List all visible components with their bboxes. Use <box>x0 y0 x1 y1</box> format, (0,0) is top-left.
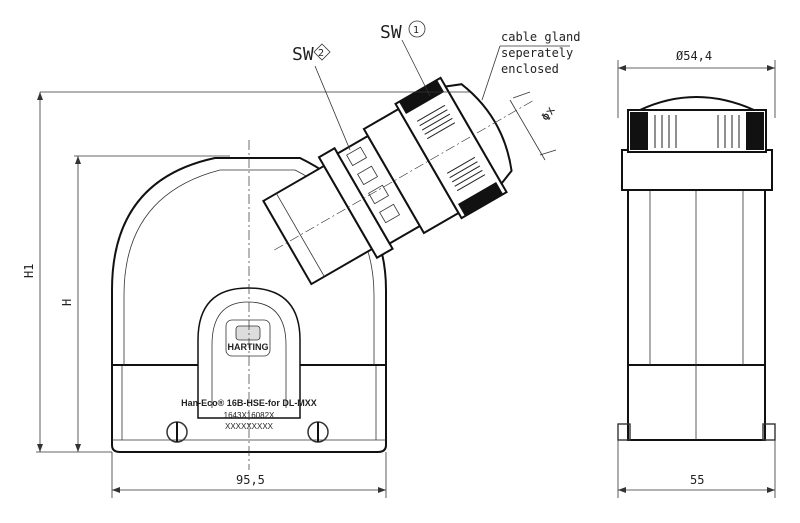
sw1-number: 1 <box>413 25 419 36</box>
dimensions <box>36 39 776 498</box>
brand-logo: HARTING <box>228 342 269 352</box>
width-front-label: 95,5 <box>236 473 265 487</box>
phi-x-label: Φx <box>538 104 557 124</box>
side-gland-ring <box>621 149 773 191</box>
sw1-badge <box>408 20 426 38</box>
screw-hole-left <box>166 421 188 443</box>
sw2-label: SW <box>292 44 314 65</box>
side-view <box>617 96 776 441</box>
side-gland-nut <box>627 109 767 153</box>
h-label: H <box>60 299 74 306</box>
marking-line2: 1643X16082X <box>224 411 275 420</box>
arrowheads <box>37 65 775 493</box>
screw-hole-right <box>307 421 329 443</box>
sw2-number: 2 <box>318 48 324 59</box>
marking-line3: XXXXXXXXX <box>225 422 274 431</box>
cable-gland-line3: enclosed <box>501 62 559 76</box>
width-side-label: 55 <box>690 473 704 487</box>
side-base <box>627 364 766 441</box>
front-view <box>111 76 535 470</box>
cable-gland-line2: seperately <box>501 46 573 60</box>
h1-label: H1 <box>22 264 36 278</box>
sw1-label: SW <box>380 22 402 43</box>
diameter-label: Ø54,4 <box>676 49 712 63</box>
sw2-badge <box>313 43 331 61</box>
cable-gland-line1: cable gland <box>501 30 580 44</box>
marking-line1: Han-Eco® 16B-HSE-for DL-MXX <box>181 398 317 408</box>
cable-outlet <box>262 76 535 286</box>
side-upper <box>627 189 766 366</box>
logo-plate <box>225 319 271 357</box>
